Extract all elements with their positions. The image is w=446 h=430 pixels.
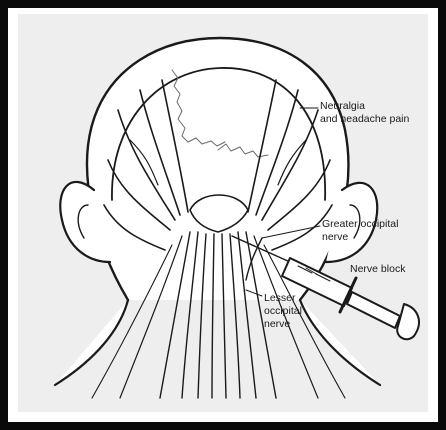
label-nerve-block: Nerve block bbox=[350, 263, 405, 276]
label-greater-occipital-nerve: Greater occipital nerve bbox=[322, 218, 398, 244]
head-outline bbox=[87, 38, 348, 300]
syringe-thumb bbox=[397, 304, 419, 339]
syringe-plunger bbox=[347, 292, 400, 328]
label-lesser-occipital-nerve: Lesser occipital nerve bbox=[264, 292, 302, 331]
label-neuralgia-headache-pain: Neuralgia and headache pain bbox=[320, 100, 409, 126]
